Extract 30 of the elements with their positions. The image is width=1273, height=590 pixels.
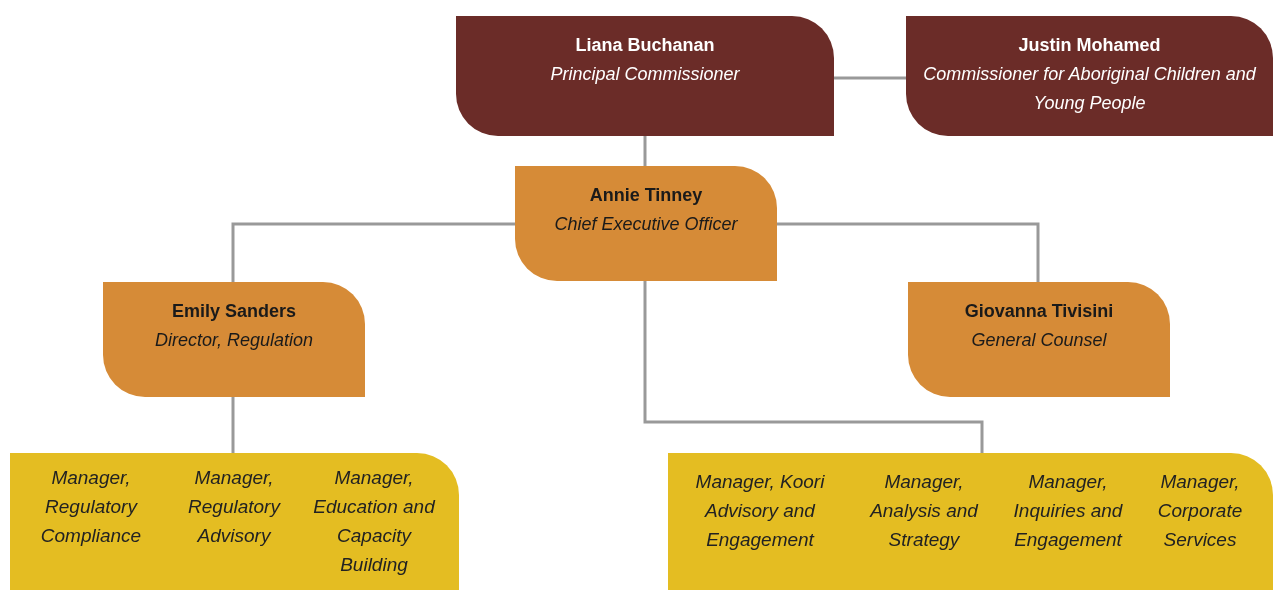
role-title: Manager, Regulatory Compliance	[39, 466, 143, 548]
person-name: Emily Sanders	[170, 300, 298, 323]
commissioner-box	[906, 16, 1273, 136]
person-name: Giovanna Tivisini	[963, 300, 1115, 323]
executive-box	[103, 282, 365, 397]
role-title: Manager, Analysis and Strategy	[868, 470, 980, 552]
role-title: Director, Regulation	[153, 329, 315, 352]
role-title: General Counsel	[970, 329, 1108, 352]
role-title: Principal Commissioner	[549, 63, 741, 86]
person-name: Annie Tinney	[588, 184, 704, 207]
connector-line	[834, 76, 906, 80]
connector-line	[643, 281, 984, 453]
connector-line	[231, 222, 515, 282]
person-name: Liana Buchanan	[574, 34, 716, 57]
role-title: Manager, Koori Advisory and Engagement	[694, 470, 826, 552]
team-band	[668, 453, 1273, 590]
connector-line	[643, 136, 647, 166]
person-name: Justin Mohamed	[1017, 34, 1162, 57]
role-title: Manager, Corporate Services	[1156, 470, 1244, 552]
role-title: Commissioner for Aboriginal Children and Young People	[922, 63, 1257, 115]
connector-line	[777, 222, 1040, 282]
executive-box	[515, 166, 777, 281]
role-title: Manager, Regulatory Advisory	[187, 466, 282, 548]
connector-line	[231, 397, 235, 453]
executive-box	[908, 282, 1170, 397]
team-band	[10, 453, 459, 590]
commissioner-box	[456, 16, 834, 136]
role-title: Chief Executive Officer	[553, 213, 739, 236]
role-title: Manager, Education and Capacity Building	[312, 466, 437, 577]
role-title: Manager, Inquiries and Engagement	[1012, 470, 1124, 552]
